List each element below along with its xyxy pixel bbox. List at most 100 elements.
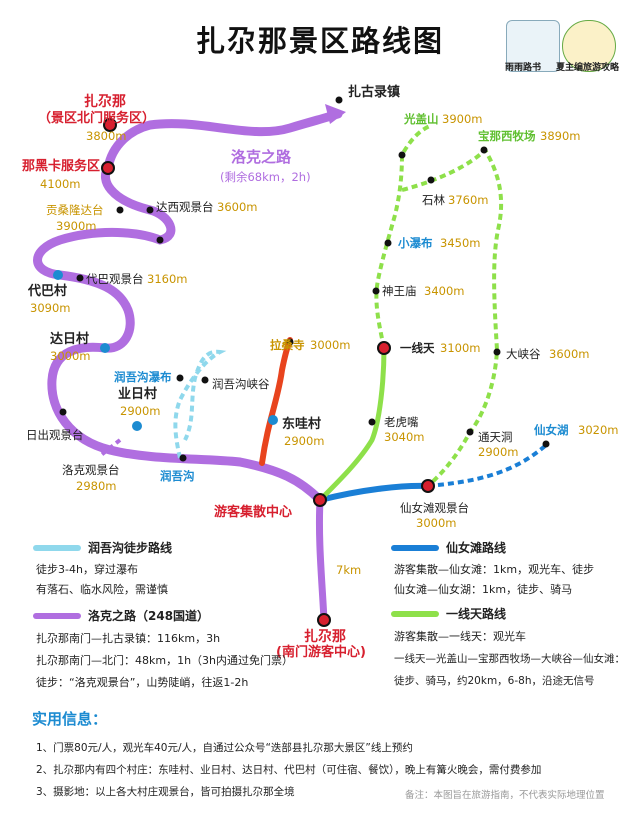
daxi-name: 达西观景台 — [156, 200, 214, 214]
xiannvhu-alt: 3020m — [578, 423, 619, 437]
luoke-road-south-path — [315, 496, 328, 624]
yixiantian-name: 一线天 — [400, 341, 435, 355]
gongsang-name: 贡桑隆达台 — [46, 203, 104, 217]
baona-alt: 3890m — [540, 129, 581, 143]
runwugou-fall-name: 润吾沟瀑布 — [114, 370, 172, 384]
zhagana-north-alt: 3800m — [86, 129, 127, 143]
yixiantian-marker — [377, 341, 391, 355]
logo-caption-1: 雨雨路书 — [505, 63, 542, 73]
legend-yixiantian-line-1: 游客集散—一线天：观光车 — [394, 630, 526, 643]
daxi-dot — [146, 206, 154, 214]
legend-xiannvtan-title: 仙女滩路线 — [446, 541, 507, 555]
info-item-1: 1、门票80元/人，观光车40元/人，自通过公众号“迭部县扎尕那大景区”线上预约 — [36, 742, 413, 754]
logo-caption-2: 夏主编旅游攻略 — [556, 63, 620, 73]
naheika-name: 那黑卡服务区 — [22, 159, 101, 174]
luoke-view-name: 洛克观景台 — [62, 463, 120, 477]
xiaopubu-alt: 3450m — [440, 236, 481, 250]
xiannvtan-alt: 3000m — [416, 516, 457, 530]
info-item-2: 2、扎尕那内有四个村庄：东哇村、业日村、达日村、代巴村（可住宿、餐饮），晚上有篝… — [36, 764, 542, 776]
daiba-name: 代巴村 — [28, 284, 68, 299]
legend-xiannvtan-line-1: 游客集散—仙女滩：1km，观光车、徒步 — [394, 563, 595, 576]
xiannvtan-route-path — [317, 482, 431, 503]
xiaopubu-dot — [384, 239, 392, 247]
runwugou-trail-path — [173, 349, 227, 459]
daxi-alt: 3600m — [217, 200, 258, 214]
dari-view-dot — [156, 236, 164, 244]
shenwang-name: 神王庙 — [382, 284, 417, 298]
guanggai-alt: 3900m — [442, 112, 483, 126]
luoke-road-arrow — [325, 104, 346, 124]
daiba-alt: 3090m — [30, 301, 71, 315]
richu-dot — [59, 408, 67, 416]
dongwa-alt: 2900m — [284, 434, 325, 448]
luoke-view-alt: 2980m — [76, 479, 117, 493]
legend-runwugou-title: 润吾沟徒步路线 — [88, 541, 173, 555]
naheika-alt: 4100m — [40, 177, 81, 191]
yeri-name: 业日村 — [118, 387, 158, 402]
south-dist: 7km — [336, 563, 362, 577]
travel-book-logo-icon — [506, 20, 560, 72]
runwugou-dot — [179, 454, 187, 462]
legend-runwugou-line-2: 有落石、临水风险，需谨慎 — [36, 583, 168, 596]
xiannvhu-name: 仙女湖 — [534, 423, 569, 437]
guanggai-name: 光盖山 — [404, 112, 439, 126]
tongtiandong-name: 通天洞 — [478, 430, 513, 444]
south-name: 扎尕那 — [304, 629, 346, 645]
shilin-dot — [427, 176, 435, 184]
lasangsi-name: 拉桑寺 — [270, 338, 305, 352]
daiba-view-dot — [76, 274, 84, 282]
legend-runwugou-line-1: 徒步3-4h，穿过瀑布 — [36, 563, 138, 576]
zhagana-north-sub: （景区北门服务区） — [38, 111, 156, 126]
zhagu-name: 扎古录镇 — [348, 85, 401, 100]
daiba-marker — [53, 270, 63, 280]
yixiantian-alt: 3100m — [440, 341, 481, 355]
shenwang-alt: 3400m — [424, 284, 465, 298]
dari-village-name: 达日村 — [50, 332, 90, 347]
legend-yixiantian-title: 一线天路线 — [446, 607, 507, 621]
luoke-road-path — [33, 109, 343, 505]
laohuzui-name: 老虎嘴 — [384, 415, 419, 429]
xiannvhu-trail-path — [427, 444, 547, 488]
zhagana-north-name: 扎尕那 — [84, 94, 126, 110]
south-sub: (南门游客中心) — [276, 645, 366, 660]
center-name: 游客集散中心 — [214, 505, 293, 520]
lasangsi-dot — [286, 338, 294, 346]
tongtiandong-dot — [466, 428, 474, 436]
dongwa-name: 东哇村 — [282, 417, 322, 432]
lasangsi-road-path — [259, 337, 293, 466]
legend-yixiantian-line-3: 徒步、骑马，约20km，6-8h，沿途无信号 — [394, 675, 595, 687]
runwugou-fall-dot — [176, 374, 184, 382]
legend-luoke-line-1: 扎尕那南门—扎古录镇：116km，3h — [36, 632, 221, 645]
sticker-logo-icon — [562, 20, 616, 72]
zhagu-dot — [335, 96, 343, 104]
shilin-alt: 3760m — [448, 193, 489, 207]
legend-luoke-title: 洛克之路（248国道） — [88, 609, 210, 623]
richu-name: 日出观景台 — [26, 428, 84, 442]
dari-village-alt: 3000m — [50, 349, 91, 363]
naheika-marker — [101, 161, 115, 175]
disclaimer-note: 备注：本图旨在旅游指南，不代表实际地理位置 — [405, 790, 605, 801]
dongwa-marker — [268, 415, 278, 425]
shilin-name: 石林 — [422, 193, 445, 207]
zhagana-north-marker — [103, 118, 117, 132]
legend-yixiantian-line-2: 一线天—光盖山—宝那西牧场—大峡谷—仙女滩： — [394, 653, 625, 665]
daxiagu-dot — [493, 348, 501, 356]
lasangsi-alt: 3000m — [310, 338, 351, 352]
runwugou-gorge-name: 润吾沟峡谷 — [212, 377, 270, 391]
daiba-view-alt: 3160m — [147, 272, 188, 286]
luoke-view-spur — [98, 438, 122, 458]
route-label-name: 洛克之路 — [231, 148, 292, 166]
legend-luoke-line-2: 扎尕那南门—北门：48km，1h（3h内通过免门票） — [36, 654, 294, 667]
south-marker — [317, 613, 331, 627]
info-item-3: 3、摄影地：以上各大村庄观景台，皆可拍摄扎尕那全境 — [36, 786, 295, 798]
gongsang-dot — [116, 206, 124, 214]
guanggai-dot — [398, 151, 406, 159]
shenwang-dot — [372, 287, 380, 295]
legend-xiannvtan-line-2: 仙女滩—仙女湖：1km，徒步、骑马 — [394, 583, 573, 596]
yixiantian-route-path — [317, 345, 387, 503]
tongtiandong-alt: 2900m — [478, 445, 519, 459]
daxiagu-alt: 3600m — [549, 347, 590, 361]
daxiagu-name: 大峡谷 — [506, 347, 541, 361]
runwugou-gorge-dot — [201, 376, 209, 384]
baona-dot — [480, 146, 488, 154]
